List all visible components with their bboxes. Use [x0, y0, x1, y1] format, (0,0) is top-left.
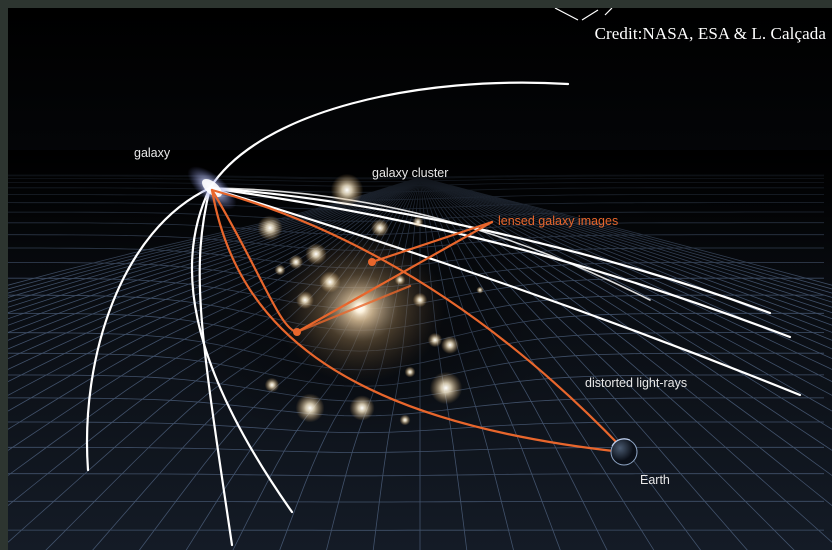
- cluster-star: [264, 377, 280, 393]
- distorted-light-rays-label: distorted light-rays: [585, 376, 687, 390]
- cluster-star: [330, 173, 364, 207]
- light-ray: [208, 186, 802, 397]
- lensed-ray-inner: [210, 188, 299, 334]
- lensed-ray-cross: [295, 284, 412, 334]
- light-ray: [198, 186, 234, 547]
- lensed-ray-upper: [210, 188, 624, 450]
- light-ray: [85, 186, 212, 472]
- lensed-image-dot-lower: [293, 328, 301, 336]
- cluster-star: [412, 216, 424, 228]
- galaxy-cluster-label: galaxy cluster: [372, 166, 448, 180]
- cluster-star: [404, 366, 416, 378]
- cluster-star: [257, 215, 283, 241]
- gravitational-lensing-illustration: galaxy galaxy cluster lensed galaxy imag…: [8, 8, 832, 550]
- light-ray: [208, 186, 772, 315]
- lensed-light-rays: [210, 188, 624, 454]
- lensed-image-pointer-upper: [370, 220, 494, 264]
- cluster-star: [394, 274, 406, 286]
- light-ray: [190, 186, 294, 514]
- lensed-galaxy-images-label: lensed galaxy images: [498, 214, 618, 228]
- light-ray: [208, 81, 570, 190]
- credit-caption: Credit:NASA, ESA & L. Calçada: [594, 24, 826, 43]
- lensed-image-dot-upper: [368, 258, 376, 266]
- cluster-star: [476, 286, 484, 294]
- cluster-star: [441, 336, 459, 354]
- earth: [610, 438, 638, 466]
- light-ray: [208, 186, 792, 339]
- cluster-star: [429, 371, 463, 405]
- cluster-star: [274, 264, 286, 276]
- galaxy-label: galaxy: [134, 146, 171, 160]
- cluster-star: [296, 291, 314, 309]
- cluster-star: [288, 254, 304, 270]
- earth-label: Earth: [640, 473, 670, 487]
- cluster-star: [305, 243, 327, 265]
- cluster-star: [412, 292, 428, 308]
- lensed-ray-lower: [210, 188, 624, 454]
- light-rays: [85, 81, 802, 547]
- cluster-star: [349, 395, 375, 421]
- cluster-star: [427, 332, 443, 348]
- cluster-star: [371, 219, 389, 237]
- top-edge-ray-fragments: [554, 8, 613, 21]
- cluster-star: [319, 271, 341, 293]
- cluster-star: [399, 414, 411, 426]
- lensed-image-pointer-lower: [295, 220, 494, 334]
- light-ray: [209, 187, 651, 301]
- cluster-star: [295, 393, 325, 423]
